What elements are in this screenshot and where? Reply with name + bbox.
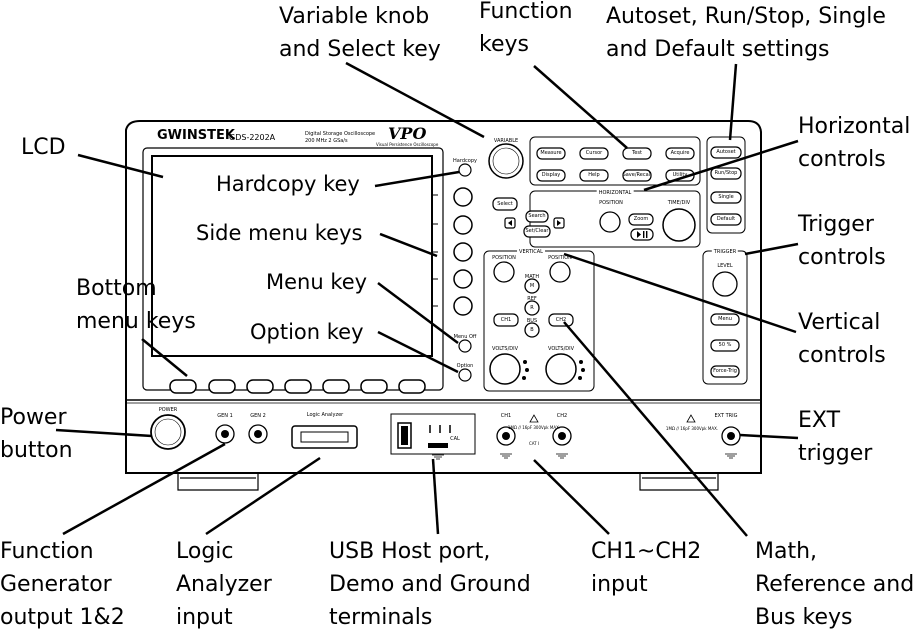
save-recall-button[interactable]: Save/Recall bbox=[622, 172, 652, 178]
help-button[interactable]: Help bbox=[588, 172, 600, 178]
hardcopy-label: Hardcopy bbox=[453, 158, 477, 164]
callout-hardcopy: Hardcopy key bbox=[214, 172, 362, 196]
horizontal-label: HORIZONTAL bbox=[596, 190, 634, 196]
gen1-label: GEN 1 bbox=[217, 413, 233, 419]
ch2-position-label: POSITION bbox=[548, 255, 572, 261]
acquire-button[interactable]: Acquire bbox=[670, 150, 690, 156]
ch2-input-label: CH2 bbox=[556, 413, 568, 419]
callout-variable-knob: Variable knob and Select key bbox=[279, 4, 441, 62]
math-key-letter: M bbox=[529, 283, 535, 289]
single-button[interactable]: Single bbox=[718, 194, 734, 200]
callout-menu-key: Menu key bbox=[264, 270, 370, 294]
logic-analyzer-label: Logic Analyzer bbox=[306, 412, 344, 418]
cursor-button[interactable]: Cursor bbox=[585, 150, 603, 156]
ch1-volts-div-label: VOLTS/DIV bbox=[491, 346, 519, 352]
brand-logo: GWINSTEK bbox=[157, 128, 235, 143]
fifty-percent-button[interactable]: 50 % bbox=[718, 342, 732, 348]
ch1-position-label: POSITION bbox=[492, 255, 516, 261]
cal-label: CAL bbox=[450, 436, 460, 442]
trigger-label: TRIGGER bbox=[711, 249, 739, 255]
run-stop-button[interactable]: Run/Stop bbox=[714, 170, 738, 176]
vpo-logo: VPO bbox=[388, 124, 427, 143]
callout-function-keys: Function keys bbox=[479, 0, 573, 57]
vpo-subtitle: Visual Persistence Oscilloscope bbox=[376, 142, 439, 147]
callout-logic-analyzer: Logic Analyzer input bbox=[176, 539, 272, 630]
cat-label: CAT I bbox=[528, 441, 540, 446]
model-desc-1: Digital Storage Oscilloscope bbox=[305, 131, 376, 137]
ref-label: REF bbox=[527, 296, 537, 302]
callout-option-key: Option key bbox=[248, 320, 366, 344]
model-desc-2: 200 MHz 2 GSa/s bbox=[305, 138, 348, 144]
autoset-button[interactable]: Autoset bbox=[716, 149, 736, 155]
ch2-volts-div-label: VOLTS/DIV bbox=[547, 346, 575, 352]
callout-horizontal: Horizontal controls bbox=[798, 114, 911, 172]
callout-lcd: LCD bbox=[21, 135, 66, 160]
force-trig-button[interactable]: Force-Trig bbox=[713, 368, 737, 374]
search-button[interactable]: Search bbox=[528, 213, 546, 219]
utility-button[interactable]: Utility bbox=[672, 172, 688, 178]
bus-key-letter: B bbox=[530, 327, 534, 333]
callout-side-menu: Side menu keys bbox=[194, 221, 365, 245]
display-button[interactable]: Display bbox=[541, 172, 561, 178]
test-button[interactable]: Test bbox=[632, 150, 642, 156]
ch1-input-label: CH1 bbox=[500, 413, 512, 419]
menu-off-label: Menu Off bbox=[453, 334, 477, 340]
model-name: GDS-2202A bbox=[229, 133, 276, 142]
option-label: Option bbox=[456, 363, 474, 369]
measure-button[interactable]: Measure bbox=[540, 150, 562, 156]
default-button[interactable]: Default bbox=[716, 216, 736, 222]
callout-usb: USB Host port, Demo and Ground terminals bbox=[329, 539, 531, 630]
zoom-button[interactable]: Zoom bbox=[633, 216, 649, 222]
ext-rating-label: 1MΩ // 16pF 300Vpk MAX. bbox=[665, 426, 719, 431]
usb-demo-box bbox=[390, 413, 476, 455]
callout-ch-input: CH1~CH2 input bbox=[591, 539, 702, 597]
callout-trigger: Trigger controls bbox=[798, 212, 886, 270]
bus-label: BUS bbox=[526, 318, 538, 324]
callout-vertical: Vertical controls bbox=[798, 310, 886, 368]
gen2-label: GEN 2 bbox=[250, 413, 266, 419]
callout-bottom-menu: Bottom menu keys bbox=[76, 276, 196, 334]
callout-math-ref: Math, Reference and Bus keys bbox=[755, 539, 915, 630]
ref-key-letter: R bbox=[530, 305, 534, 311]
trigger-level-label: LEVEL bbox=[717, 263, 733, 269]
horizontal-position-label: POSITION bbox=[599, 200, 623, 206]
math-label: MATH bbox=[524, 274, 540, 280]
set-clear-button[interactable]: Set/Clear bbox=[525, 228, 549, 234]
callout-ext-trigger: EXT trigger bbox=[798, 408, 873, 466]
callout-autoset: Autoset, Run/Stop, Single and Default se… bbox=[606, 4, 886, 62]
time-div-label: TIME/DIV bbox=[667, 200, 691, 206]
variable-label: VARIABLE bbox=[493, 138, 519, 144]
select-button[interactable]: Select bbox=[497, 201, 513, 207]
callout-power: Power button bbox=[0, 405, 73, 463]
ch2-button[interactable]: CH2 bbox=[555, 317, 567, 323]
ext-trig-label: EXT TRIG bbox=[714, 413, 738, 419]
callout-function-gen: Function Generator output 1&2 bbox=[0, 539, 125, 630]
ch-rating-label: 1MΩ // 16pF 300Vpk MAX. bbox=[507, 425, 561, 430]
trigger-menu-button[interactable]: Menu bbox=[718, 316, 732, 322]
vertical-label: VERTICAL bbox=[517, 249, 545, 255]
power-label: POWER bbox=[158, 407, 178, 413]
ch1-button[interactable]: CH1 bbox=[500, 317, 512, 323]
